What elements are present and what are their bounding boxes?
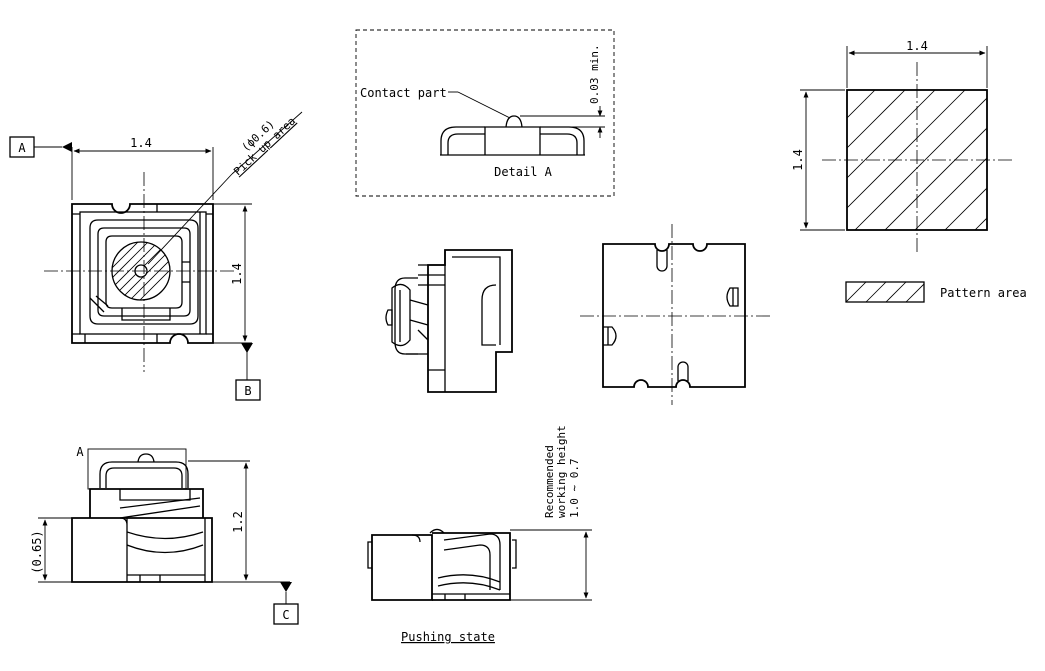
rec-line1: Recommended: [543, 445, 556, 518]
detail-a-view: Contact part 0.03 min. Detail A: [355, 29, 615, 197]
detail-ref-box: [87, 448, 187, 490]
datum-c-triangle: [280, 582, 292, 592]
pushing-state-title: Pushing state: [401, 630, 495, 644]
rec-line3: 1.0 ∼ 0.7: [568, 458, 581, 518]
detail-a-title: Detail A: [494, 165, 553, 179]
pushing-left-block: [371, 534, 433, 601]
top-height-value: 1.4: [230, 263, 244, 285]
datum-a-triangle: [62, 142, 72, 152]
bottom-body-outline: [602, 243, 746, 388]
datum-a-label: A: [18, 141, 26, 155]
top-width-value: 1.4: [130, 136, 152, 150]
pattern-area-label: Pattern area: [940, 286, 1027, 300]
datum-c-label: C: [282, 608, 289, 622]
pad-height-value: 1.4: [791, 149, 805, 171]
datum-c-box: [273, 603, 299, 625]
pickup-hatch: [112, 242, 170, 300]
front-upper-outline: [89, 488, 204, 518]
top-body-outline: [71, 203, 214, 344]
detail-ref-label: A: [76, 445, 84, 459]
datum-b-triangle: [241, 343, 253, 353]
pad-width-value: 1.4: [906, 39, 928, 53]
rec-line2: working height: [555, 425, 568, 518]
detail-a-frame: [355, 29, 615, 197]
side-view-middle: [385, 249, 513, 393]
bottom-view: [580, 224, 770, 405]
pattern-legend-swatch: [845, 281, 925, 303]
detail-a-body: [484, 126, 541, 155]
contact-min-value: 0.03 min.: [588, 44, 601, 104]
front-view: A 1.2 (0.65) C: [30, 445, 299, 625]
pad-hatch: [847, 90, 987, 230]
top-view: A 1.4 1.4 B: [9, 111, 303, 401]
side-height-value: 1.2: [231, 511, 245, 533]
pushing-state-view: Recommended working height 1.0 ∼ 0.7 Pus…: [367, 425, 592, 644]
datum-b-label: B: [244, 384, 251, 398]
pushing-body-outline: [432, 532, 511, 601]
contact-part-label: Contact part: [360, 86, 447, 100]
pad-pattern-view: 1.4 1.4 Pattern area: [791, 39, 1027, 303]
side-base-value: (0.65): [30, 530, 44, 573]
datum-b-box: [235, 379, 261, 401]
